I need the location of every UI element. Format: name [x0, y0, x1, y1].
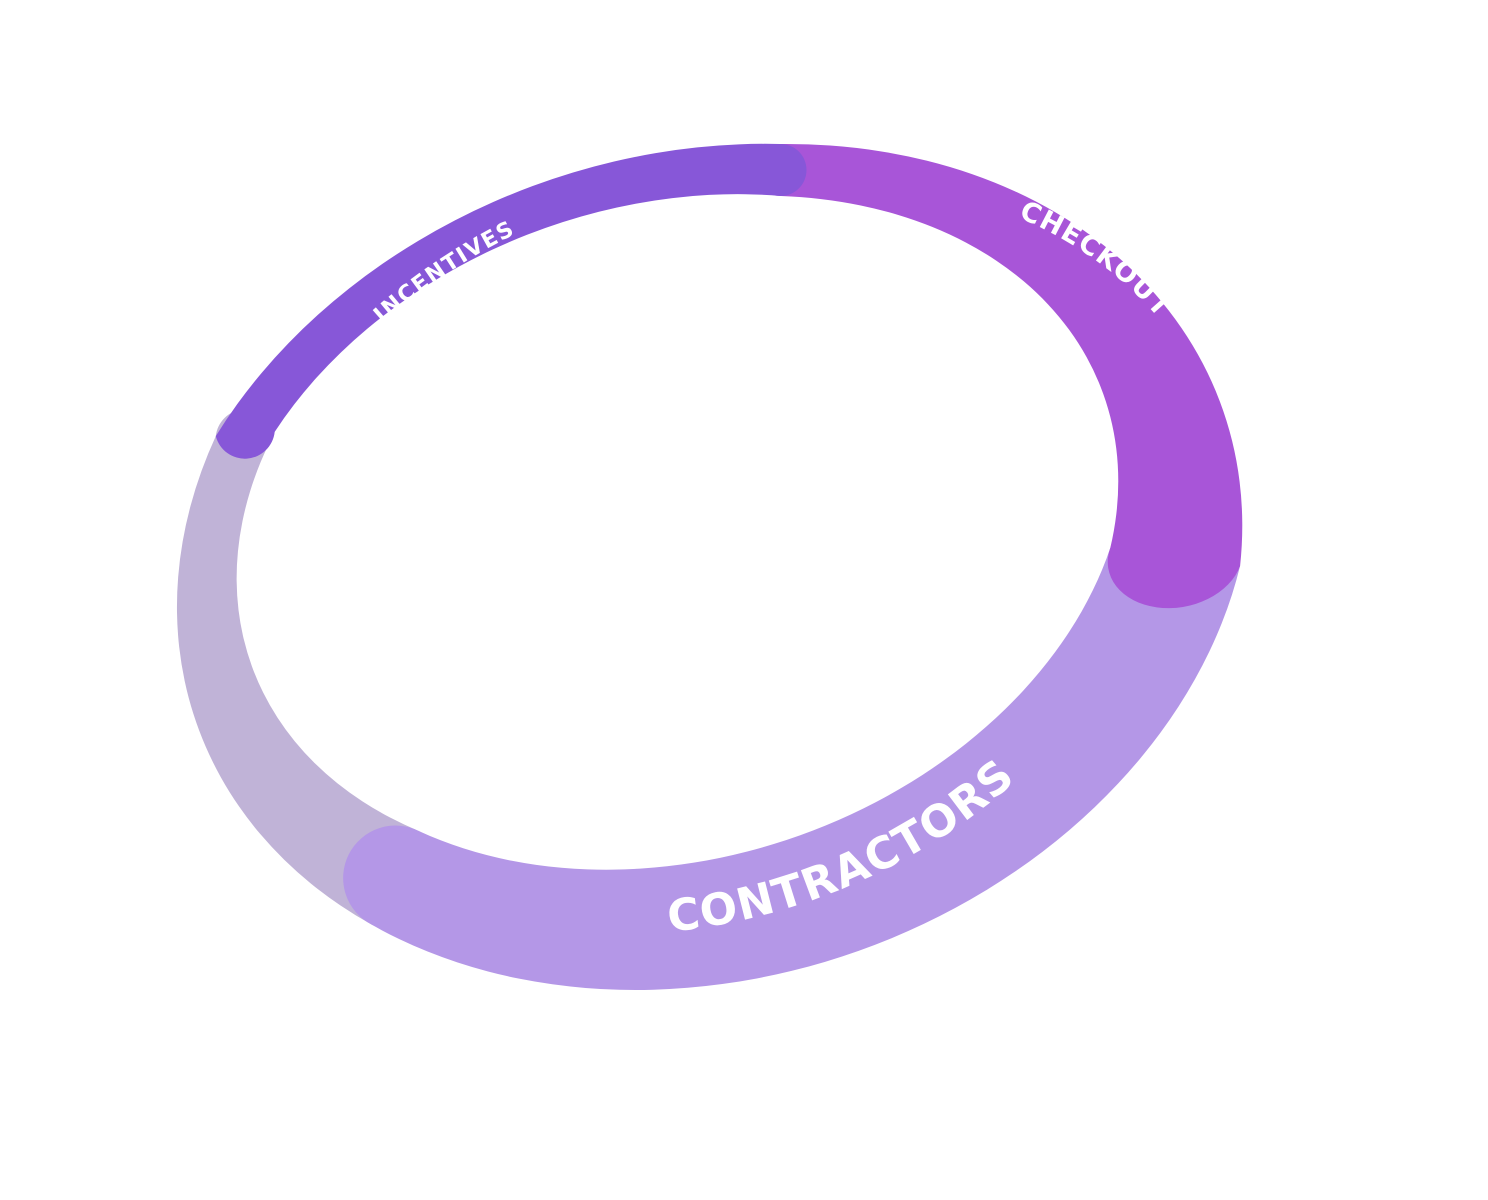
- segment-contractors: [343, 547, 1241, 990]
- segment-solar: [176, 409, 449, 931]
- segment-incentives: [215, 143, 807, 459]
- segment-checkout: [754, 143, 1243, 609]
